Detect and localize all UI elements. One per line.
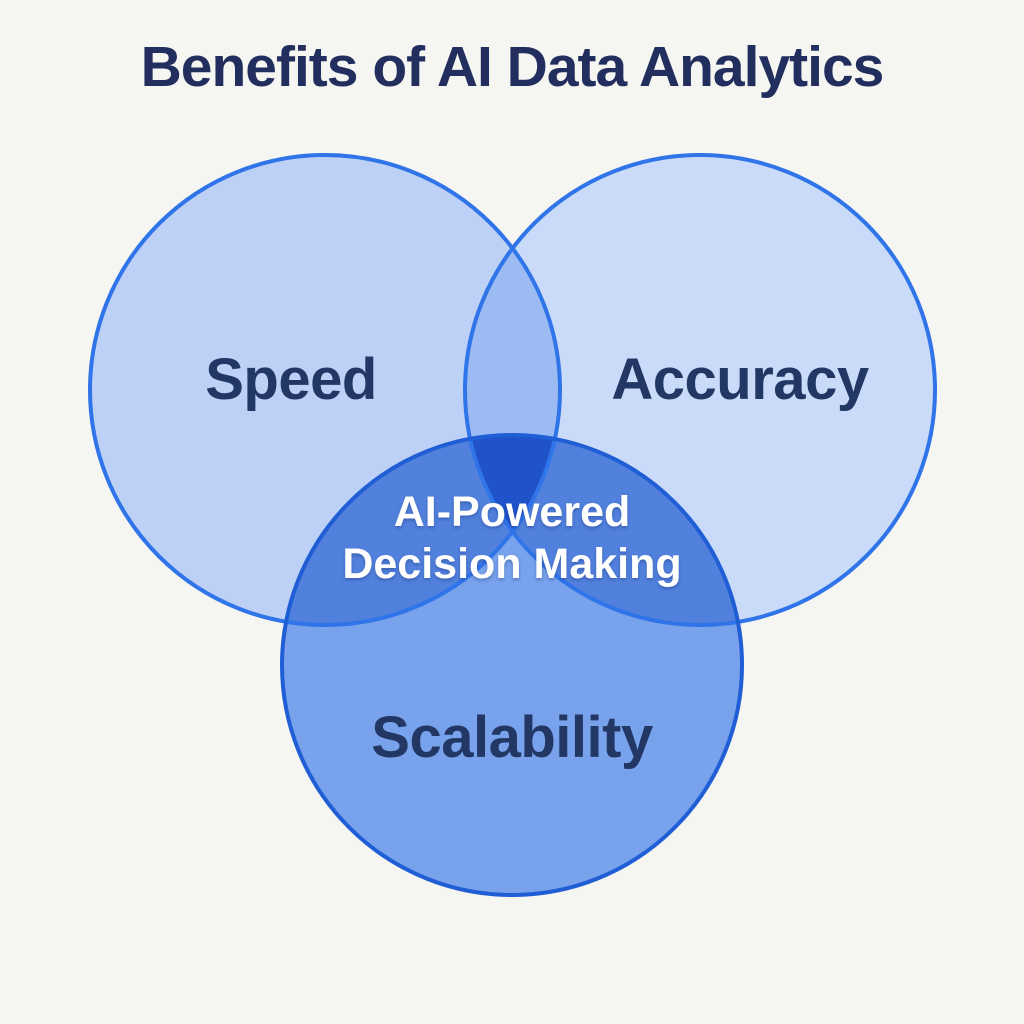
accuracy-circle-outline (463, 153, 937, 627)
center-label-line2: Decision Making (342, 540, 681, 588)
center-label-line1: AI-Powered (394, 488, 631, 536)
speed-label: Speed (205, 347, 377, 412)
scalability-label: Scalability (371, 705, 653, 770)
speed-scalability-overlap (282, 435, 560, 625)
accuracy-scalability-overlap (465, 435, 742, 625)
accuracy-label: Accuracy (611, 347, 868, 412)
speed-circle-outline (88, 153, 562, 627)
scalability-circle-outline (280, 433, 744, 897)
page-title: Benefits of AI Data Analytics (140, 35, 885, 99)
